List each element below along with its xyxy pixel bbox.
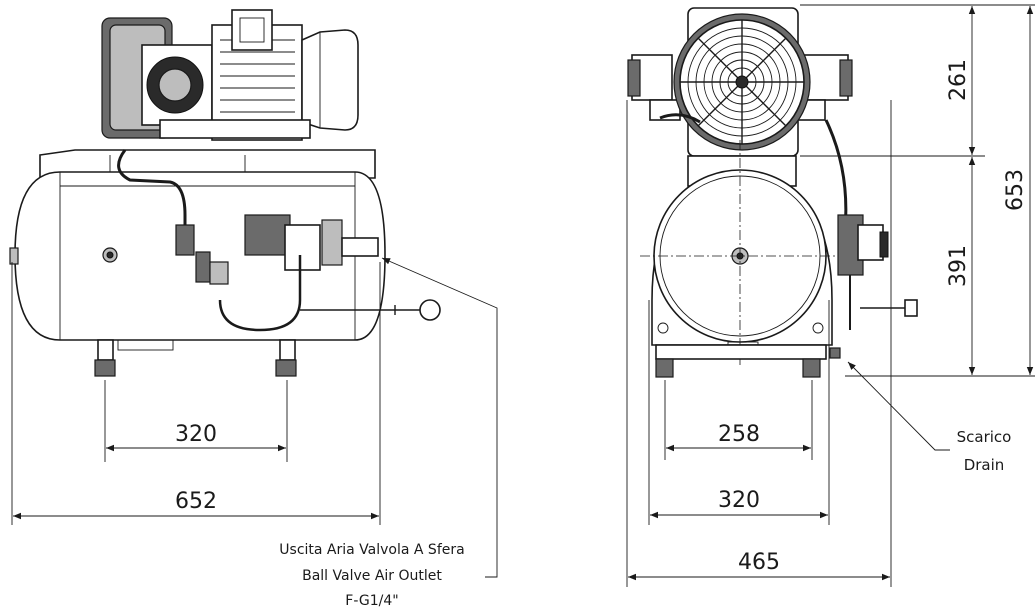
- side-feet: [94, 339, 297, 377]
- side-support-bracket: [39, 149, 376, 179]
- front-dim-653-label: 653: [1003, 169, 1028, 211]
- front-vertical-dims: [800, 4, 1035, 377]
- front-tank: [640, 140, 840, 365]
- side-dim-652-label: 652: [175, 489, 217, 514]
- front-feet: [655, 344, 841, 378]
- front-hose-left: [659, 113, 701, 124]
- drain-leader-line: [847, 361, 950, 451]
- side-view: 320 652 Uscita Aria Valvola A Sfera Ball…: [9, 9, 498, 609]
- drain-note-line1: Scarico: [957, 428, 1012, 446]
- side-dim-320-label: 320: [175, 422, 217, 447]
- front-dim-391-label: 391: [946, 245, 971, 287]
- side-motor-assembly: [101, 9, 359, 141]
- front-pressure-switch: [837, 214, 918, 330]
- front-dim-320-label: 320: [718, 488, 760, 513]
- front-view: 261 391 653 258 320 465 Scarico Drain: [626, 4, 1035, 587]
- outlet-note-line2: Ball Valve Air Outlet: [302, 568, 442, 584]
- front-horizontal-dims: [626, 100, 892, 587]
- front-dim-465-label: 465: [738, 550, 780, 575]
- outlet-leader-line: [381, 257, 498, 578]
- outlet-note-line3: F-G1/4": [345, 593, 398, 609]
- side-dim-320: [104, 380, 288, 462]
- front-hose-right: [824, 119, 848, 231]
- front-fan-housing: [673, 7, 811, 157]
- front-dim-261-label: 261: [946, 59, 971, 101]
- drain-note-line2: Drain: [964, 456, 1005, 474]
- side-dim-652: [11, 262, 381, 525]
- front-dim-258-label: 258: [718, 422, 760, 447]
- outlet-note-line1: Uscita Aria Valvola A Sfera: [279, 542, 464, 558]
- side-pneumatic-fittings: [117, 149, 441, 332]
